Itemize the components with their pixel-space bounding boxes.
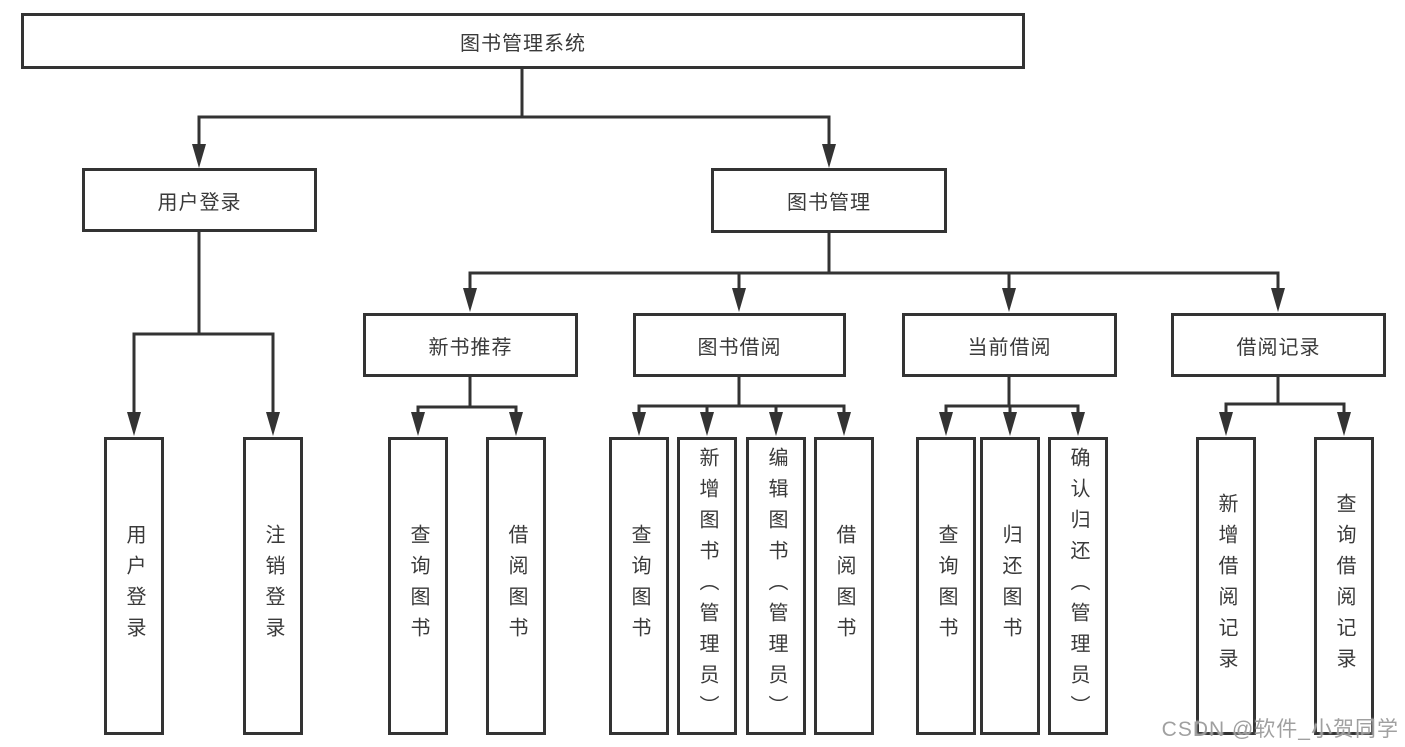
leaf-borrow-edit-book-admin: 编辑图书（管理员） [746,437,806,735]
node-root-system: 图书管理系统 [21,13,1025,69]
leaf-newbook-query-book: 查询图书 [388,437,448,735]
leaf-user-login: 用户登录 [104,437,164,735]
leaf-borrow-borrow-book: 借阅图书 [814,437,874,735]
node-book-management: 图书管理 [711,168,947,233]
node-book-borrow: 图书借阅 [633,313,846,377]
node-borrow-records: 借阅记录 [1171,313,1386,377]
leaf-records-add-record: 新增借阅记录 [1196,437,1256,735]
leaf-newbook-borrow-book: 借阅图书 [486,437,546,735]
leaf-records-query-record: 查询借阅记录 [1314,437,1374,735]
csdn-watermark: CSDN @软件_小贺同学 [1161,718,1399,741]
leaf-current-return-book: 归还图书 [980,437,1040,735]
node-new-book-recommend: 新书推荐 [363,313,578,377]
leaf-current-confirm-return-admin: 确认归还（管理员） [1048,437,1108,735]
leaf-borrow-add-book-admin: 新增图书（管理员） [677,437,737,735]
leaf-borrow-query-book: 查询图书 [609,437,669,735]
node-current-borrow: 当前借阅 [902,313,1117,377]
leaf-logout: 注销登录 [243,437,303,735]
node-user-login: 用户登录 [82,168,317,232]
leaf-current-query-book: 查询图书 [916,437,976,735]
